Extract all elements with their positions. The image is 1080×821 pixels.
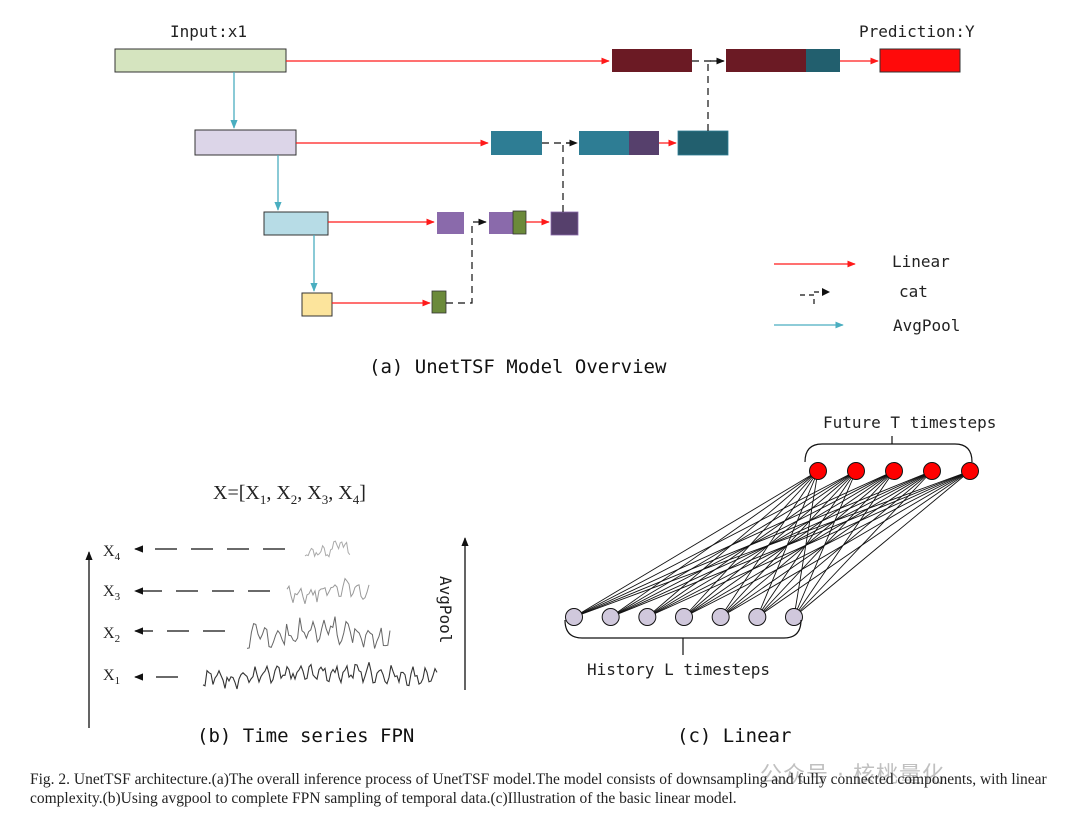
input-node-4 (675, 608, 693, 626)
output-node-4 (923, 462, 941, 480)
output-node-5 (961, 462, 979, 480)
fpn-formula: X=[X1, X2, X3, X4] (213, 482, 366, 507)
l3-out-block (550, 211, 579, 236)
l3-purple-block (437, 212, 464, 234)
x1-waveform (202, 662, 438, 690)
connection-line (757, 470, 971, 618)
figure-caption: Fig. 2. UnetTSF architecture.(a)The over… (30, 771, 1047, 807)
cat-arrow-l3-to-l2 (562, 139, 578, 212)
l3-cat-green (512, 210, 527, 235)
l1-darkred-block (612, 49, 692, 72)
panel-b-fpn: X=[X1, X2, X3, X4] X4 X3 X2 X1 AvgPool (… (85, 482, 469, 747)
input-block (114, 48, 287, 73)
input-label: Input:x1 (170, 22, 247, 41)
l4-green-block (431, 290, 447, 314)
input-node-2 (601, 608, 620, 626)
connection-line (573, 470, 971, 618)
panel-c-subtitle: (c) Linear (677, 725, 791, 747)
connection-line (573, 470, 933, 618)
input-node-1 (565, 608, 583, 626)
l1-cat-darkred (726, 49, 806, 72)
output-node-1 (809, 462, 827, 480)
connection-line (610, 470, 971, 618)
input-nodes (565, 608, 803, 626)
history-label: History L timesteps (587, 660, 770, 679)
x2-label: X2 (103, 625, 120, 645)
linear-connections (573, 470, 971, 618)
connection-line (647, 470, 971, 618)
output-node-2 (847, 462, 865, 480)
connection-line (793, 470, 819, 618)
connection-line (573, 470, 857, 618)
input-node-7 (785, 608, 803, 626)
panel-b-subtitle: (b) Time series FPN (197, 725, 414, 747)
future-brace (804, 443, 973, 463)
connection-line (573, 470, 819, 618)
cat-arrow-l2-to-l1 (707, 57, 725, 131)
legend-cat-label: cat (899, 282, 928, 301)
level2-block (194, 129, 297, 156)
l1-cat-teal (806, 49, 840, 72)
prediction-label: Prediction:Y (859, 22, 975, 41)
panel-a-subtitle: (a) UnetTSF Model Overview (369, 356, 667, 378)
legend-linear-label: Linear (892, 252, 950, 271)
x1-label: X1 (103, 667, 120, 687)
output-node-3 (885, 462, 903, 480)
connection-line (756, 470, 819, 618)
connection-line (793, 470, 857, 618)
level3-block (263, 211, 329, 236)
connection-line (573, 470, 895, 618)
watermark: 公众号 · 核桃量化 (760, 757, 945, 789)
input-node-6 (748, 608, 767, 626)
panel-a-overview: Input:x1 Prediction:Y (114, 22, 975, 378)
x4-label: X4 (103, 543, 121, 563)
l2-cat-purple (629, 131, 659, 155)
l2-teal-block (491, 131, 542, 155)
x4-waveform (304, 540, 351, 558)
avgpool-vertical-label: AvgPool (436, 576, 455, 643)
level4-block (301, 292, 333, 317)
x3-waveform (286, 577, 370, 604)
input-node-3 (638, 608, 657, 626)
legend-avgpool-label: AvgPool (893, 316, 960, 335)
panel-c-linear: Future T timesteps History L timesteps (… (564, 413, 996, 747)
connection-line (720, 470, 971, 618)
connection-line (683, 470, 971, 618)
watermark-text: 公众号 · 核桃量化 (760, 763, 945, 788)
l2-out-block (677, 130, 729, 156)
l3-cat-purple (489, 212, 513, 234)
output-nodes (809, 462, 979, 480)
future-label: Future T timesteps (823, 413, 996, 432)
legend-cat-arrowhead (822, 288, 830, 296)
x3-label: X3 (103, 583, 121, 603)
x2-waveform (246, 616, 391, 649)
cat-arrow-l4-to-l3 (446, 218, 487, 304)
connection-line (793, 470, 971, 618)
input-node-5 (711, 608, 730, 626)
prediction-block (879, 48, 961, 73)
legend: Linear cat AvgPool (774, 252, 960, 335)
unettsf-figure: Input:x1 Prediction:Y (85, 22, 996, 747)
l2-cat-teal (579, 131, 629, 155)
